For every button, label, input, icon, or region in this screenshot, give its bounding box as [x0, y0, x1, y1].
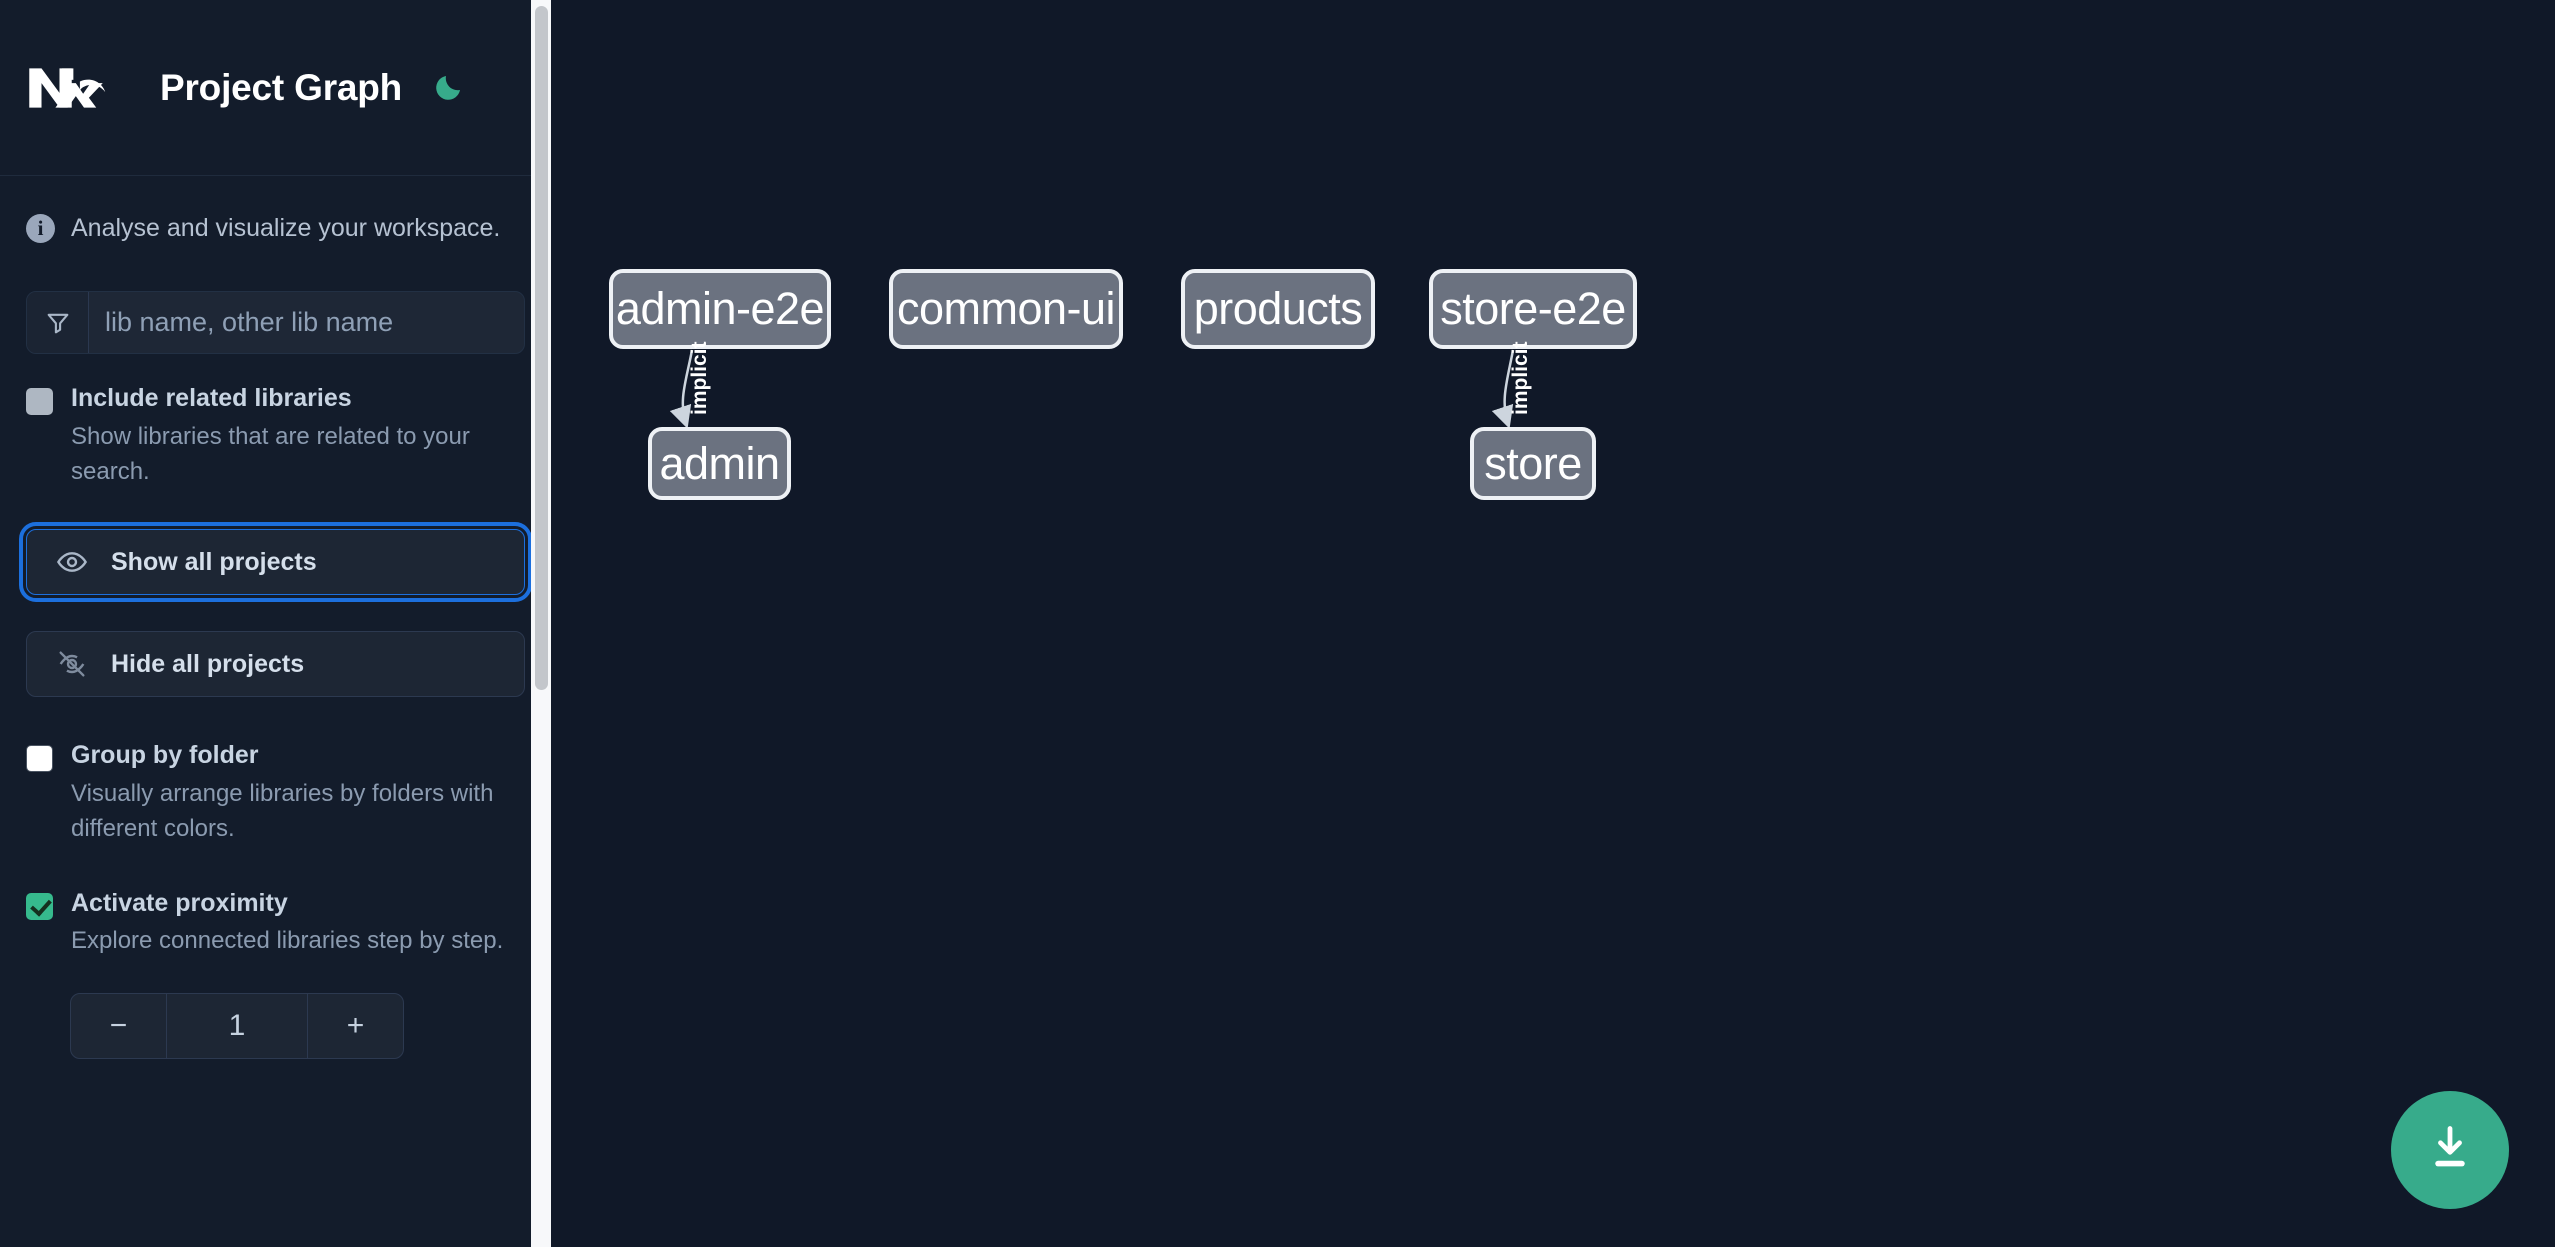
hide-all-projects-button[interactable]: Hide all projects [26, 631, 525, 698]
nx-logo-icon [26, 60, 124, 116]
sidebar-scrollbar[interactable] [531, 0, 551, 1247]
info-icon: i [26, 214, 55, 243]
option-activate-proximity[interactable]: Activate proximity Explore connected lib… [26, 887, 525, 960]
sidebar-body: i Analyse and visualize your workspace. … [0, 214, 551, 1060]
tagline-text: Analyse and visualize your workspace. [71, 214, 501, 242]
graph-canvas[interactable]: admin-e2e common-ui products store-e2e a… [551, 0, 2555, 1247]
proximity-increment-button[interactable]: + [307, 994, 403, 1059]
option-description: Show libraries that are related to your … [71, 422, 470, 485]
show-all-projects-label: Show all projects [111, 547, 317, 576]
option-group-by-folder[interactable]: Group by folder Visually arrange librari… [26, 739, 525, 846]
graph-node-admin-e2e[interactable]: admin-e2e [609, 269, 831, 349]
edge-label-admin-e2e-admin: implicit [688, 341, 711, 415]
eye-icon [55, 545, 89, 579]
checkbox-activate-proximity[interactable] [26, 892, 53, 920]
sidebar-header: Project Graph [0, 0, 551, 176]
tagline: i Analyse and visualize your workspace. [26, 214, 525, 243]
option-label: Activate proximity [71, 888, 288, 917]
graph-node-store-e2e[interactable]: store-e2e [1429, 269, 1637, 349]
graph-node-products[interactable]: products [1181, 269, 1375, 349]
search-input[interactable] [89, 292, 524, 353]
show-all-projects-button[interactable]: Show all projects [19, 522, 532, 603]
proximity-decrement-button[interactable]: − [71, 994, 167, 1059]
option-include-related-libraries[interactable]: Include related libraries Show libraries… [26, 382, 525, 489]
option-description: Visually arrange libraries by folders wi… [71, 780, 494, 842]
option-description: Explore connected libraries step by step… [71, 927, 504, 955]
option-label: Include related libraries [71, 384, 352, 412]
graph-node-store[interactable]: store [1470, 427, 1596, 500]
proximity-stepper[interactable]: − 1 + [70, 993, 404, 1060]
filter-icon [27, 292, 89, 353]
graph-node-common-ui[interactable]: common-ui [889, 269, 1123, 349]
option-label: Group by folder [71, 741, 259, 770]
search-box[interactable] [26, 291, 525, 354]
moon-icon[interactable] [428, 68, 468, 108]
proximity-value: 1 [228, 1009, 246, 1043]
graph-node-admin[interactable]: admin [648, 427, 791, 500]
sidebar-scrollbar-thumb[interactable] [535, 6, 548, 690]
eye-off-icon [55, 647, 89, 681]
page-title: Project Graph [160, 66, 403, 108]
hide-all-projects-label: Hide all projects [111, 649, 305, 678]
download-graph-button[interactable] [2391, 1091, 2509, 1209]
checkbox-include-related-libraries[interactable] [26, 388, 53, 415]
edge-label-store-e2e-store: implicit [1509, 341, 1532, 415]
graph-edges [669, 349, 1515, 429]
checkbox-group-by-folder[interactable] [26, 745, 53, 773]
download-icon [2424, 1122, 2476, 1179]
sidebar: Project Graph i Analyse and visualize yo… [0, 0, 551, 1247]
